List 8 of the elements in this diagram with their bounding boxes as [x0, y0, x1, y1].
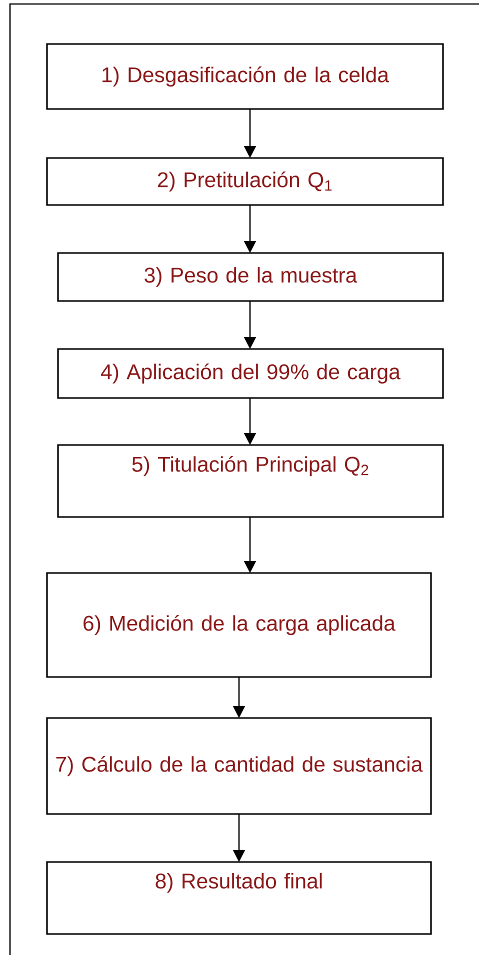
process-box: 2) Pretitulación Q$_{1}$ — [46, 157, 444, 206]
process-box: 5) Titulación Principal Q$_{2}$ — [57, 444, 444, 518]
process-box: 8) Resultado final — [46, 861, 432, 935]
process-box: 3) Peso de la muestra — [57, 252, 444, 302]
process-box: 1) Desgasificación de la celda — [46, 43, 444, 110]
process-box: 6) Medición de la carga aplicada — [46, 572, 432, 678]
process-box: 7) Cálculo de la cantidad de sustancia — [46, 717, 432, 815]
process-box: 4) Aplicación del 99% de carga — [57, 348, 444, 399]
